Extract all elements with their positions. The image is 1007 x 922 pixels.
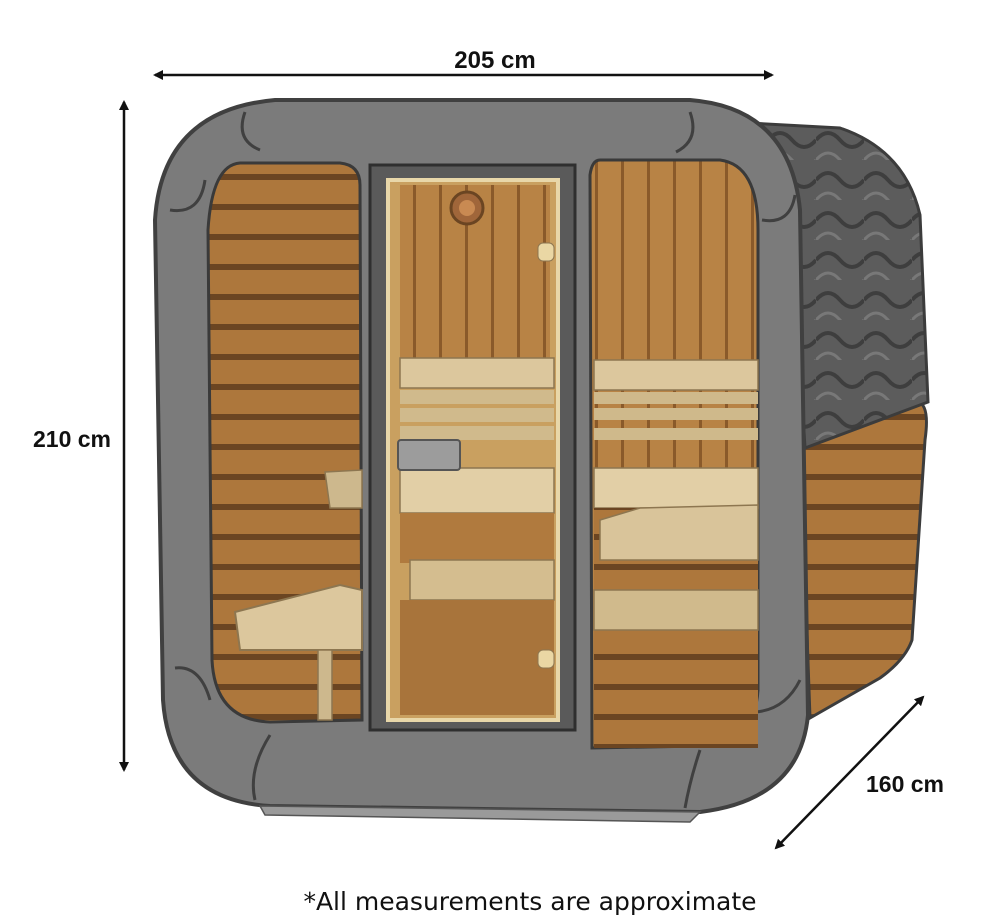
footnote: *All measurements are approximate: [303, 887, 756, 916]
middle-bench: [399, 467, 555, 514]
left-bench: [233, 583, 363, 651]
width-dimension: 205 cm: [153, 47, 774, 80]
depth-label: 160 cm: [866, 771, 944, 797]
door: [368, 163, 577, 732]
right-bench: [599, 504, 759, 561]
hinge-top: [537, 242, 555, 262]
left-window: [206, 161, 364, 724]
left-bench-leg: [317, 649, 333, 721]
depth-arrow: [774, 695, 925, 850]
sauna-illustration: [152, 98, 930, 823]
left-upper-bench: [324, 469, 363, 509]
width-label: 205 cm: [454, 47, 535, 74]
upper-bench: [399, 357, 555, 389]
lower-bench: [409, 559, 555, 601]
side-wall: [798, 400, 928, 721]
hinge-bottom: [537, 649, 555, 669]
door-handle[interactable]: [397, 439, 461, 471]
height-dimension: 210 cm: [33, 100, 129, 772]
right-window: [588, 158, 760, 750]
height-label: 210 cm: [33, 426, 111, 452]
frame-seams: [169, 111, 802, 809]
depth-dimension: 160 cm: [774, 695, 944, 850]
base: [258, 805, 702, 823]
